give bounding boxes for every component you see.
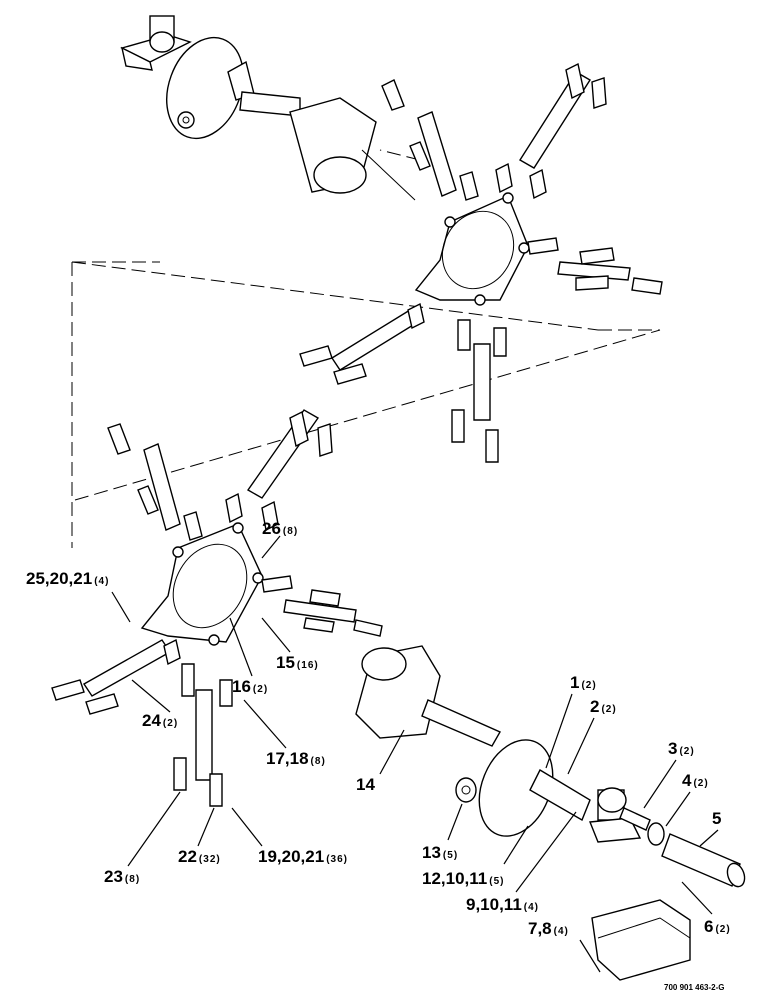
callout-6: 6(2) (704, 917, 731, 936)
lower-flange-disk (478, 739, 591, 837)
callout-26: 26(8) (262, 519, 298, 538)
callout-22: 22(32) (178, 847, 221, 866)
lower-bearing-bracket (589, 787, 651, 843)
callout-13: 13(5) (422, 843, 458, 862)
lower-drum (355, 645, 501, 747)
callout-19-20-21: 19,20,21(36) (258, 847, 348, 866)
leader-lines (111, 535, 719, 973)
upper-drum (289, 97, 416, 201)
callout-7-8: 7,8(4) (528, 919, 569, 938)
callout-17-18: 17,18(8) (266, 749, 326, 768)
callout-25-20-21: 25,20,21(4) (26, 569, 109, 588)
callout-16: 16(2) (232, 677, 268, 696)
callout-3: 3(2) (668, 739, 695, 758)
figure-code: 700 901 463-2-G (664, 983, 725, 992)
callout-24: 24(2) (142, 711, 178, 730)
assembly-dashed-outline (71, 149, 661, 548)
upper-flange-disk (166, 36, 255, 140)
callout-12-10-11: 12,10,11(5) (422, 869, 504, 888)
lower-spider-plate (140, 522, 264, 646)
callout-labels: 26(8) 25,20,21(4) 15(16) 16(2) 24(2) 17,… (26, 519, 731, 938)
upper-spider-arms (299, 62, 663, 463)
callout-14: 14 (356, 775, 375, 794)
retaining-ring (647, 822, 665, 846)
callout-4: 4(2) (682, 771, 709, 790)
lower-spider-arms (51, 409, 383, 807)
callout-23: 23(8) (104, 867, 140, 886)
upper-spider-plate (414, 192, 530, 306)
roller-bearing (455, 777, 477, 803)
callout-1: 1(2) (570, 673, 597, 692)
callout-9-10-11: 9,10,11(4) (466, 895, 539, 914)
callout-15: 15(16) (276, 653, 319, 672)
callout-5: 5 (712, 809, 721, 828)
upper-bearing-bracket (120, 15, 192, 71)
mounting-block (591, 899, 691, 981)
stub-shaft (661, 833, 746, 888)
callout-2: 2(2) (590, 697, 617, 716)
